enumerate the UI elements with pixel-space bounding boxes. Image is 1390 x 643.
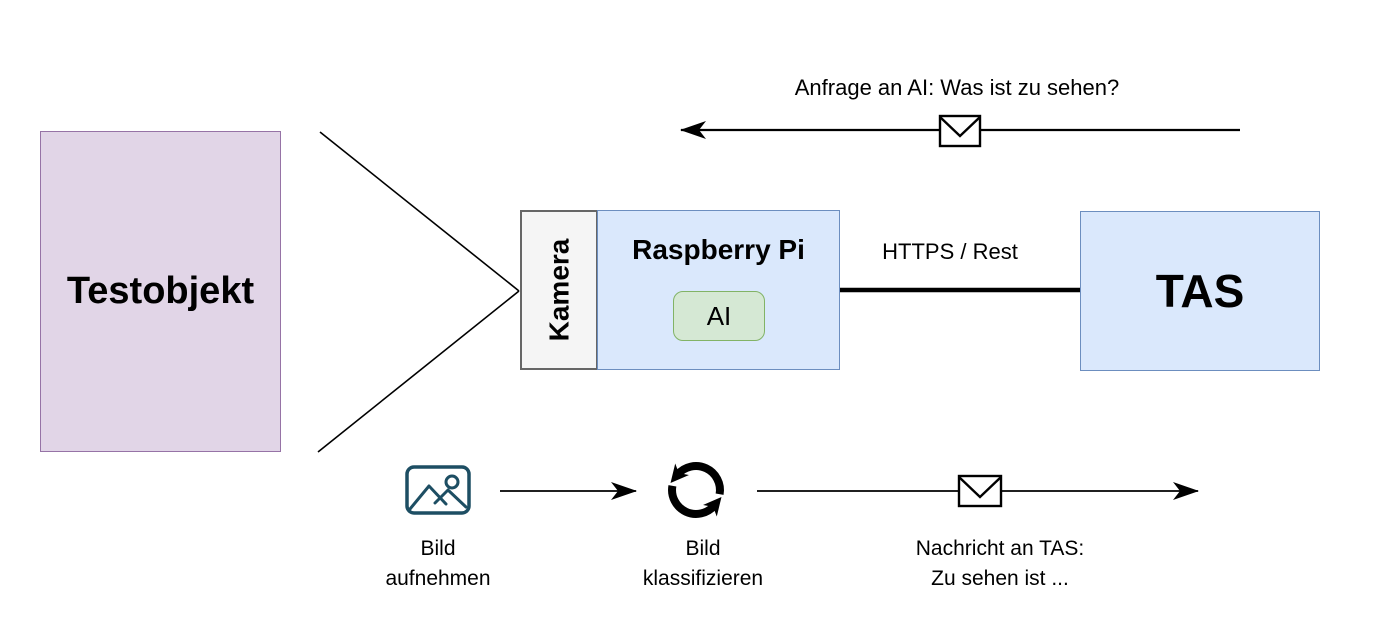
node-raspberry-pi: Raspberry Pi AI: [597, 210, 840, 370]
https-rest-label: HTTPS / Rest: [882, 239, 1018, 264]
camera-view-lines: [317, 131, 520, 453]
step-classify-label-line2: klassifizieren: [642, 567, 764, 590]
node-ai-label: AI: [706, 300, 732, 331]
step-message-label-line1: Nachricht an TAS:: [915, 537, 1085, 560]
envelope-icon-bottom: [957, 474, 1003, 508]
node-testobjekt: Testobjekt: [40, 131, 281, 452]
step-classify-label: Bild klassifizieren: [603, 534, 803, 594]
node-kamera-label: Kamera: [543, 238, 575, 342]
node-ai: AI: [673, 291, 765, 341]
step-message-label: Nachricht an TAS: Zu sehen ist ...: [850, 534, 1150, 594]
step-classify-label-line1: Bild: [685, 537, 721, 560]
node-testobjekt-label: Testobjekt: [66, 270, 255, 312]
step-capture-label: Bild aufnehmen: [338, 534, 538, 594]
step-capture-label-line1: Bild: [420, 537, 456, 560]
image-icon: [405, 465, 471, 515]
node-raspberry-pi-label: Raspberry Pi: [632, 234, 805, 265]
step-capture-label-line2: aufnehmen: [385, 567, 491, 590]
step-message-label-line2: Zu sehen ist ...: [931, 567, 1069, 590]
node-tas-label: TAS: [1155, 265, 1245, 317]
request-message-label: Anfrage an AI: Was ist zu sehen?: [794, 75, 1120, 100]
envelope-icon-top: [938, 114, 982, 148]
node-tas: TAS: [1080, 211, 1320, 371]
sync-icon: [668, 462, 724, 518]
node-kamera: Kamera: [520, 210, 598, 370]
